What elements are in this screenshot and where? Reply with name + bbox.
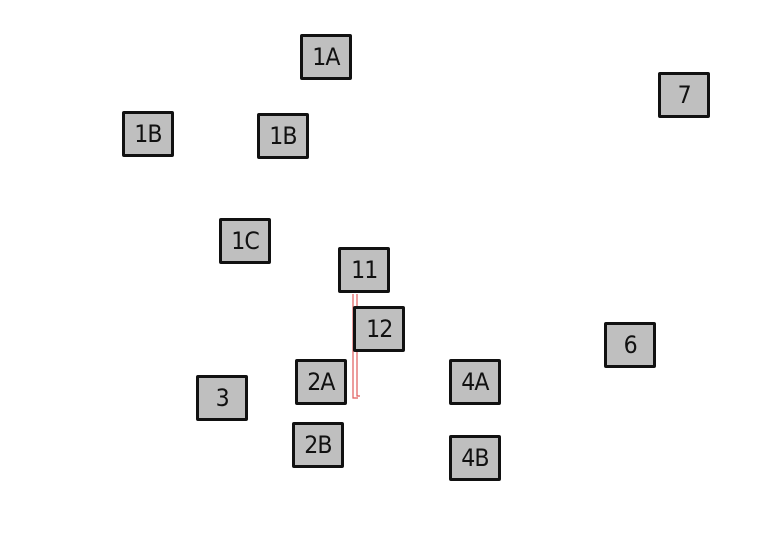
node-4b[interactable]: 4B <box>449 435 501 481</box>
node-11[interactable]: 11 <box>338 247 390 293</box>
node-6[interactable]: 6 <box>604 322 656 368</box>
node-4a[interactable]: 4A <box>449 359 501 405</box>
node-12-label: 12 <box>365 315 393 343</box>
node-2b-label: 2B <box>304 431 332 459</box>
node-1b-right[interactable]: 1B <box>257 113 309 159</box>
node-3-label: 3 <box>215 384 229 412</box>
node-1c-label: 1C <box>231 227 260 255</box>
node-1b-right-label: 1B <box>269 122 297 150</box>
node-4a-label: 4A <box>461 368 489 396</box>
node-7-label: 7 <box>677 81 691 109</box>
node-11-label: 11 <box>350 256 378 284</box>
node-1c[interactable]: 1C <box>219 218 271 264</box>
node-1a[interactable]: 1A <box>300 34 352 80</box>
node-6-label: 6 <box>623 331 637 359</box>
node-2b[interactable]: 2B <box>292 422 344 468</box>
node-2a[interactable]: 2A <box>295 359 347 405</box>
node-12[interactable]: 12 <box>353 306 405 352</box>
node-1b-left[interactable]: 1B <box>122 111 174 157</box>
node-2a-label: 2A <box>307 368 335 396</box>
node-1b-left-label: 1B <box>134 120 162 148</box>
node-4b-label: 4B <box>461 444 489 472</box>
node-7[interactable]: 7 <box>658 72 710 118</box>
node-1a-label: 1A <box>312 43 340 71</box>
node-3[interactable]: 3 <box>196 375 248 421</box>
